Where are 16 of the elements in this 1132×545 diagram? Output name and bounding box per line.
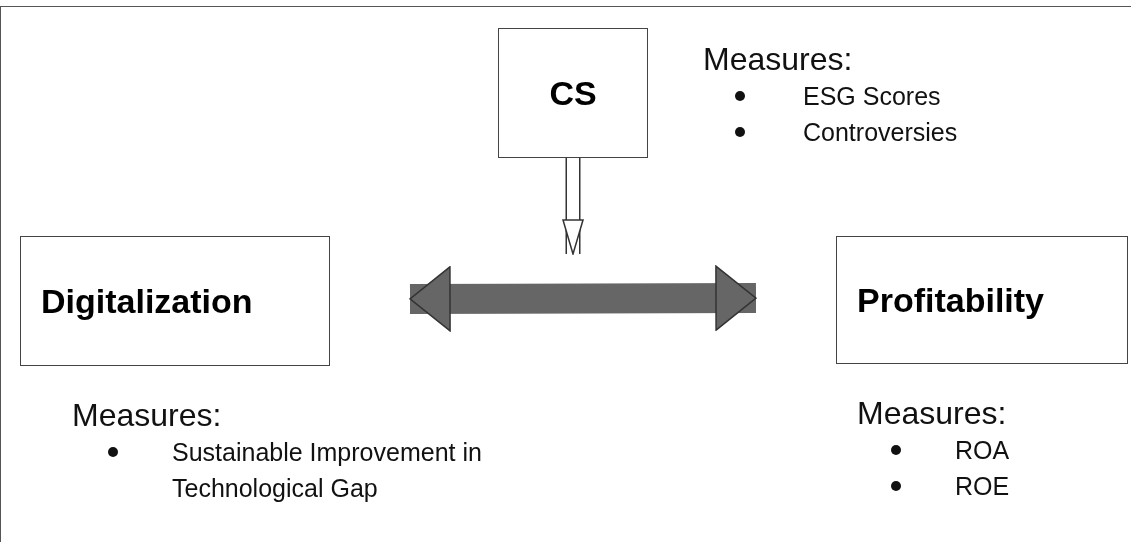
double-arrow [409, 265, 757, 332]
arrow [562, 158, 584, 255]
measure-item: Sustainable Improvement in Technological Gap [172, 438, 482, 502]
node-title: Digitalization [41, 281, 253, 321]
measure-item: ROE [955, 472, 1010, 500]
concept-box [498, 28, 648, 158]
measure-item: ESG Scores [803, 82, 941, 110]
measure-item: ROA [955, 436, 1010, 464]
measure-item: Controversies [803, 118, 958, 146]
concept-box [20, 236, 330, 366]
measures-heading: Measures: [72, 396, 223, 434]
node-title: Profitability [857, 280, 1045, 320]
concept-box [836, 236, 1128, 364]
node-title: CS [549, 73, 597, 113]
measures-heading: Measures: [857, 394, 1008, 432]
measures-heading: Measures: [703, 40, 854, 78]
